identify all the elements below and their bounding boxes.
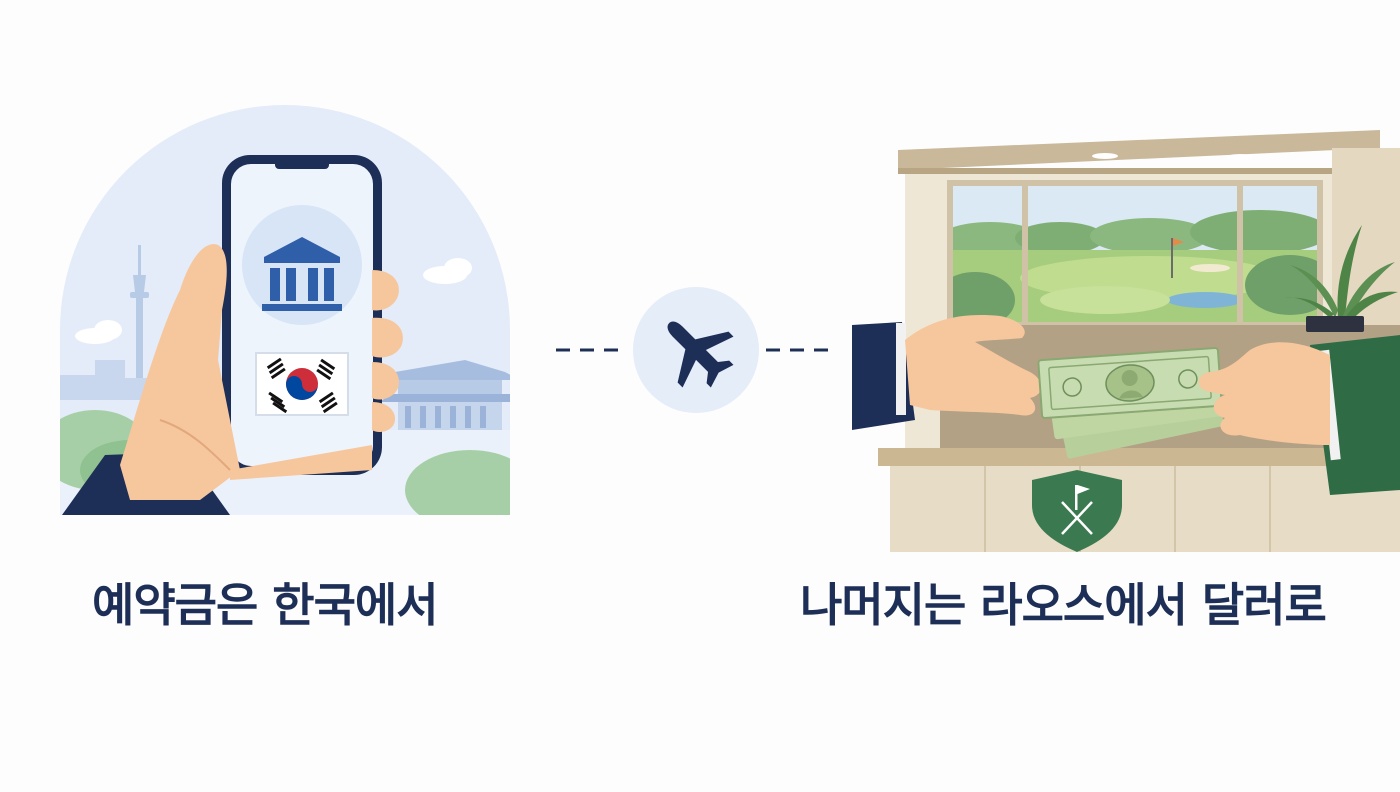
golf-course-window (947, 180, 1323, 328)
bank-icon (262, 237, 342, 311)
hand-holding-phone (62, 244, 403, 515)
hand-receiving (852, 315, 1042, 430)
caption-balance-laos-dollars: 나머지는 라오스에서 달러로 (800, 578, 1327, 632)
korea-scene (60, 105, 510, 515)
potted-plant-icon (1285, 225, 1398, 332)
cloud-icon (75, 258, 472, 344)
golf-clubhouse-scene (852, 130, 1400, 552)
korea-flag-icon (255, 352, 349, 416)
travel-connector (556, 287, 828, 413)
airplane-icon (667, 321, 734, 388)
seoul-tower-icon (130, 245, 149, 383)
palace-icon (380, 360, 510, 430)
smartphone (222, 155, 382, 475)
hand-giving (1198, 335, 1400, 495)
golf-flag-icon (1171, 238, 1184, 278)
caption-deposit-korea: 예약금은 한국에서 (92, 578, 439, 632)
golf-club-crest-icon (1032, 470, 1122, 552)
dollar-bills-icon (1037, 346, 1224, 459)
